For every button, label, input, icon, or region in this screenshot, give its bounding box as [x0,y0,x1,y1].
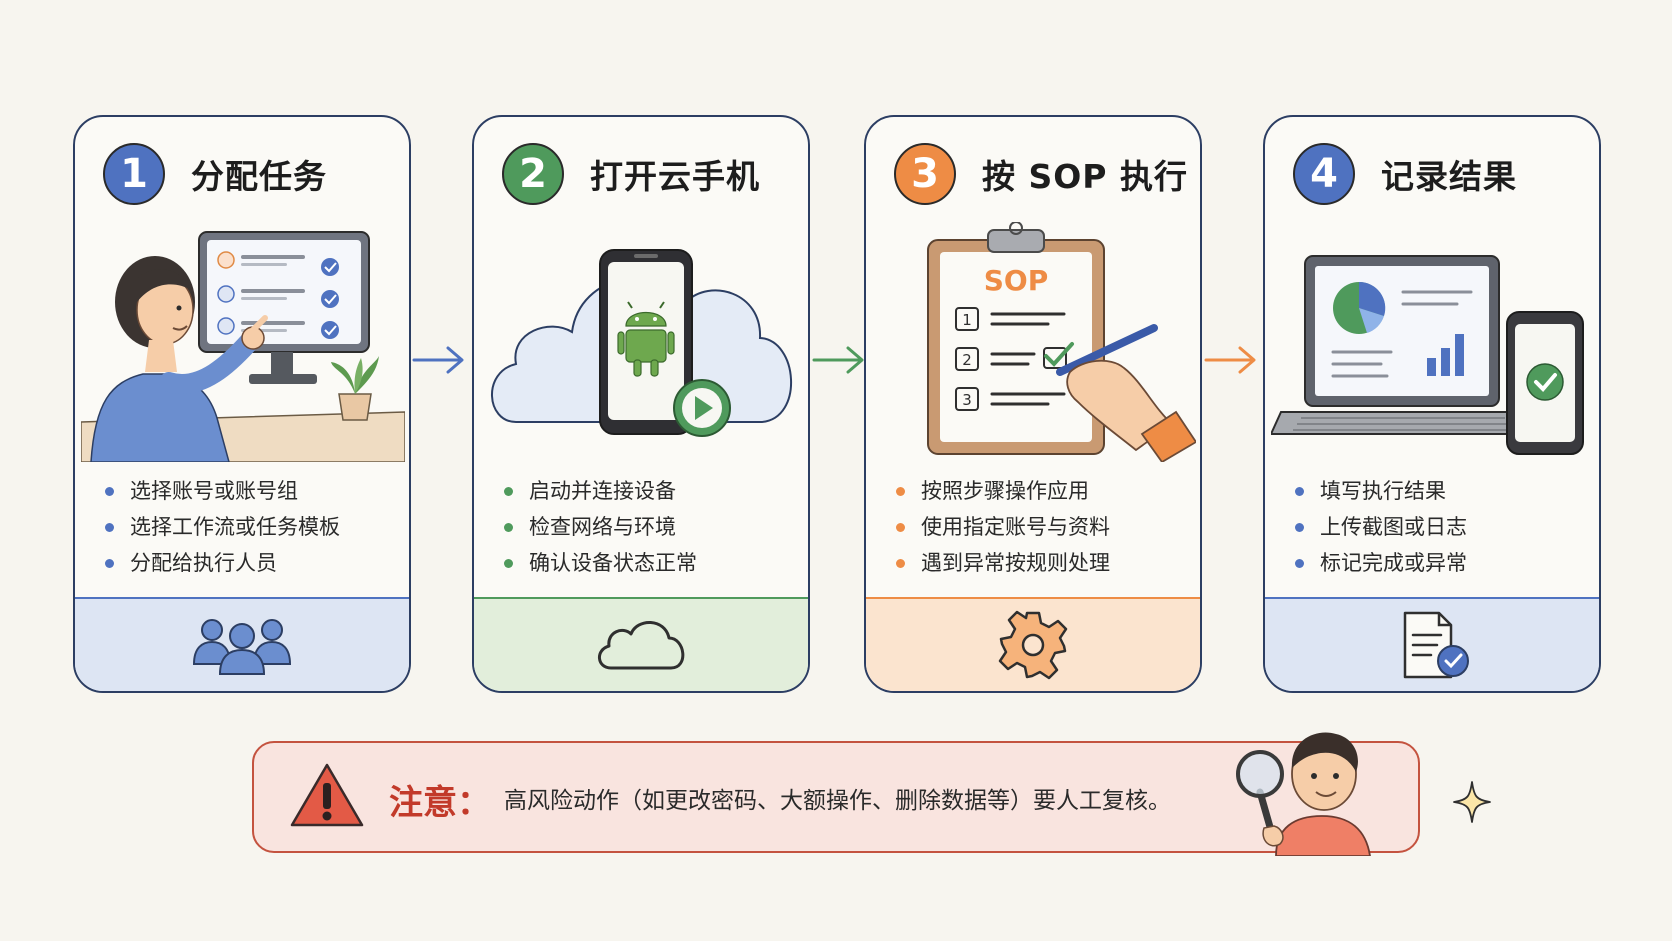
step-card-1: 1 分配任务 [73,115,411,693]
bullet-text: 遇到异常按规则处理 [921,551,1110,575]
bullet-text: 选择账号或账号组 [130,479,298,503]
step-number-badge: 1 [103,143,165,205]
bullet-dot [105,522,114,532]
bullet-text: 标记完成或异常 [1320,551,1467,575]
step-header: 2 打开云手机 [502,139,760,209]
bullet-dot [105,486,114,496]
step-footer [866,597,1200,691]
step-card-3: 3 按 SOP 执行 SOP 1 2 3 [864,115,1202,693]
bullet-text: 上传截图或日志 [1320,515,1467,539]
bullet-text: 检查网络与环境 [529,515,676,539]
bullet-dot [105,558,114,568]
person-at-monitor-illustration [81,231,405,462]
step-footer [1265,597,1599,691]
list-item: 遇到异常按规则处理 [896,545,1110,581]
step-title: 打开云手机 [590,157,760,196]
step-bullet-list: 填写执行结果 上传截图或日志 标记完成或异常 [1295,473,1467,581]
step-title: 分配任务 [191,157,327,196]
sop-clipboard-illustration: SOP 1 2 3 [927,222,1196,462]
step-card-2: 2 打开云手机 启动并连接设备 [472,115,810,693]
bullet-dot [504,558,513,568]
step-header: 3 按 SOP 执行 [894,139,1188,209]
gear-icon [998,610,1068,680]
bullet-text: 使用指定账号与资料 [921,515,1110,539]
step-bullet-list: 启动并连接设备 检查网络与环境 确认设备状态正常 [504,473,697,581]
step-bullet-list: 按照步骤操作应用 使用指定账号与资料 遇到异常按规则处理 [896,473,1110,581]
step-title: 记录结果 [1381,157,1517,196]
bullet-dot [896,558,905,568]
list-item: 上传截图或日志 [1295,509,1467,545]
list-item: 检查网络与环境 [504,509,697,545]
list-item: 启动并连接设备 [504,473,697,509]
bullet-text: 填写执行结果 [1320,479,1446,503]
users-group-icon [192,619,292,675]
step-bullet-list: 选择账号或账号组 选择工作流或任务模板 分配给执行人员 [105,473,340,581]
checklist-step-number: 1 [962,311,972,329]
sparkle-icon [1453,781,1491,823]
warning-triangle-icon [290,763,364,827]
bullet-text: 选择工作流或任务模板 [130,515,340,539]
list-item: 分配给执行人员 [105,545,340,581]
step-header: 1 分配任务 [103,139,327,209]
bullet-dot [896,486,905,496]
list-item: 选择工作流或任务模板 [105,509,340,545]
flow-arrow [1204,346,1256,374]
list-item: 确认设备状态正常 [504,545,697,581]
warning-note-banner: 注意： 高风险动作（如更改密码、大额操作、删除数据等）要人工复核。 [252,741,1420,853]
list-item: 选择账号或账号组 [105,473,340,509]
step-card-4: 4 记录结果 [1263,115,1601,693]
android-cloud-phone-illustration [491,249,793,437]
checklist-step-number: 2 [962,351,972,369]
note-title: 注意： [389,783,491,823]
document-check-icon [1403,611,1469,679]
bullet-dot [1295,558,1304,568]
bullet-dot [504,486,513,496]
bullet-dot [1295,486,1304,496]
flow-arrow [812,346,864,374]
flow-arrow [412,346,464,374]
bullet-dot [896,522,905,532]
step-number-badge: 2 [502,143,564,205]
bullet-text: 按照步骤操作应用 [921,479,1089,503]
clipboard-label: SOP [984,264,1049,297]
list-item: 填写执行结果 [1295,473,1467,509]
checklist-step-number: 3 [962,391,972,409]
step-number-badge: 4 [1293,143,1355,205]
list-item: 按照步骤操作应用 [896,473,1110,509]
bullet-text: 启动并连接设备 [529,479,676,503]
step-header: 4 记录结果 [1293,139,1517,209]
bullet-text: 确认设备状态正常 [529,551,697,575]
step-title: 按 SOP 执行 [982,157,1188,196]
step-number-badge: 3 [894,143,956,205]
list-item: 标记完成或异常 [1295,545,1467,581]
step-footer [474,597,808,691]
laptop-report-illustration [1271,255,1584,455]
bullet-dot [1295,522,1304,532]
boy-with-magnifier-illustration [1236,732,1371,856]
step-footer [75,597,409,691]
bullet-dot [504,522,513,532]
list-item: 使用指定账号与资料 [896,509,1110,545]
note-text: 高风险动作（如更改密码、大额操作、删除数据等）要人工复核。 [504,788,1171,814]
cloud-icon [598,621,685,670]
bullet-text: 分配给执行人员 [130,551,277,575]
